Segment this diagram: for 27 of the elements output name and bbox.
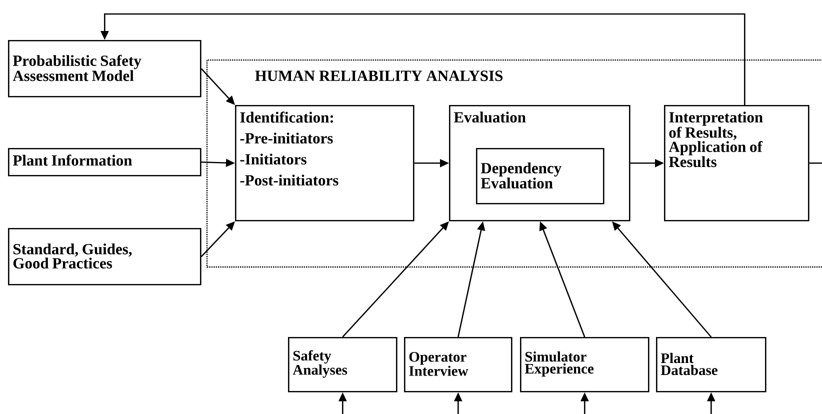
process-box — [235, 105, 414, 222]
input-box — [288, 337, 398, 392]
source-box — [8, 228, 202, 286]
source-box — [8, 148, 202, 176]
input-box — [520, 337, 650, 392]
box-text: Simulator Experience — [524, 351, 594, 377]
region-title: HUMAN RELIABILITY ANALYSIS — [255, 70, 502, 82]
box-text: Operator Interview — [409, 352, 468, 376]
box-text: Evaluation — [454, 112, 526, 123]
box-text: Dependency Evaluation — [480, 162, 562, 189]
box-text: Probabilistic Safety Assessment Model — [12, 54, 142, 82]
box-text: Standard, Guides, Good Practices — [13, 243, 132, 269]
box-text: Interpretation of Results, Application of Results — [668, 112, 763, 168]
box-text: -Post-initiators — [240, 174, 338, 186]
box-text: -Initiators — [240, 154, 306, 165]
box-text: Safety Analyses — [292, 350, 348, 378]
analysis-region — [206, 59, 822, 268]
box-text: -Pre-initiators — [240, 132, 333, 144]
box-text: Plant Database — [660, 352, 718, 376]
process-box — [664, 105, 810, 222]
box-text: Plant Information — [12, 154, 132, 166]
box-text: Identification: — [240, 112, 333, 123]
input-box — [656, 337, 766, 392]
process-box — [449, 105, 630, 222]
inner-box — [476, 148, 604, 204]
input-box — [404, 337, 512, 392]
source-box — [8, 40, 202, 98]
